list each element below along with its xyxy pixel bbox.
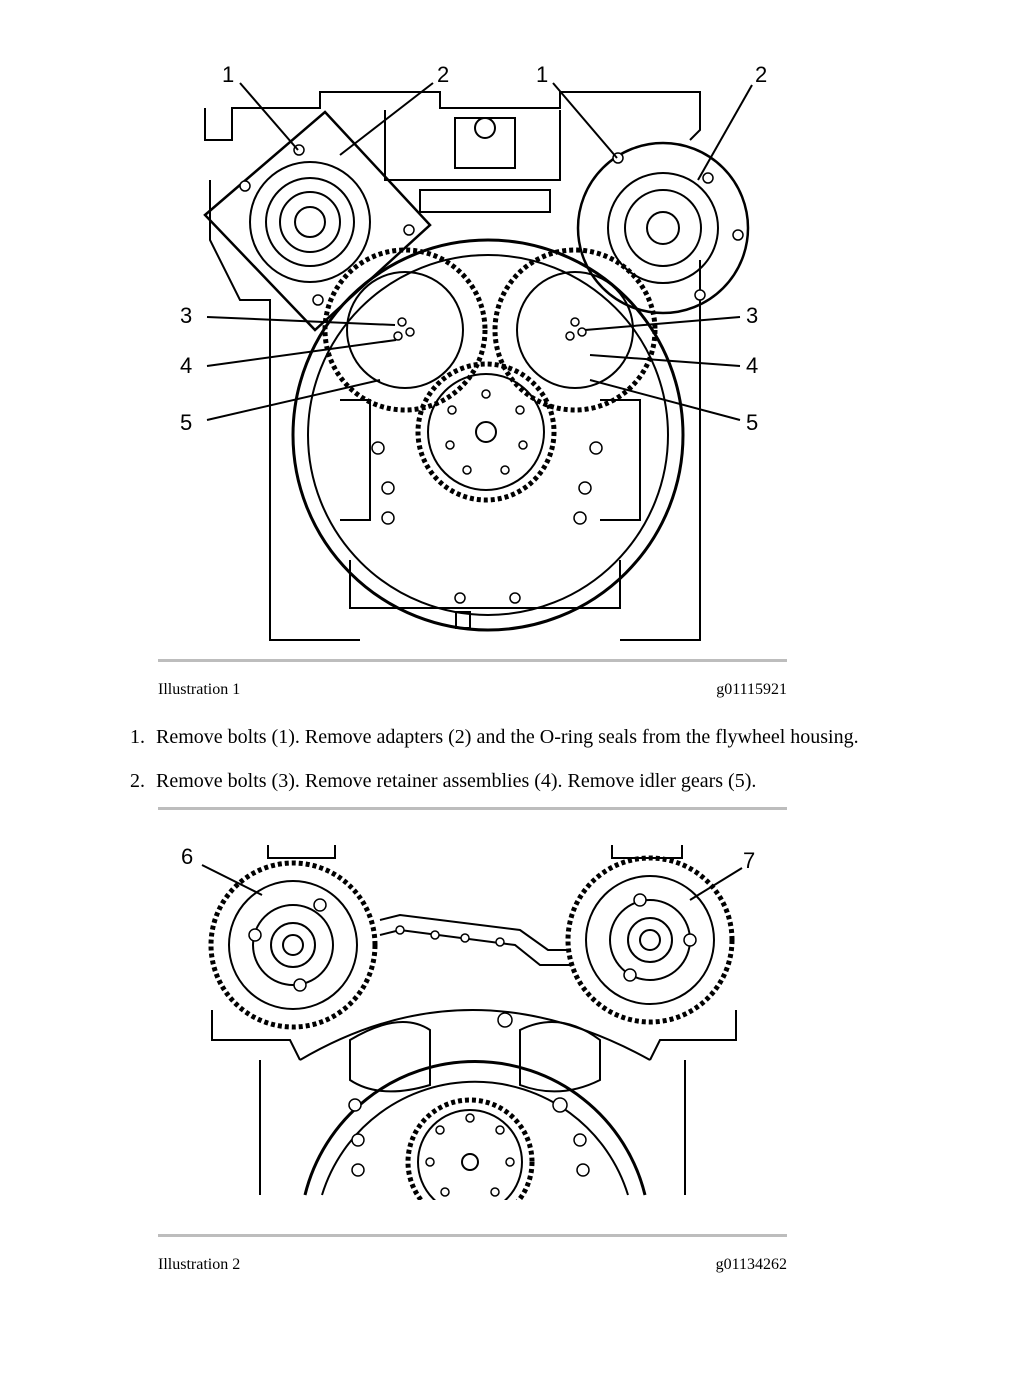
illustration-1-label: Illustration 1 — [158, 681, 241, 698]
step-1: 1. Remove bolts (1). Remove adapters (2) … — [130, 726, 859, 749]
step-1-text: Remove bolts (1). Remove adapters (2) an… — [156, 726, 859, 748]
callout-3-left: 3 — [180, 303, 192, 328]
illustration-2-label: Illustration 2 — [158, 1256, 241, 1273]
callout-4-right: 4 — [746, 353, 758, 378]
illustration-1-rule — [158, 659, 787, 662]
step-2: 2. Remove bolts (3). Remove retainer asse… — [130, 770, 756, 793]
illustration-2-top-rule — [158, 807, 787, 810]
illustration-1-caption: Illustration 1 g01115921 — [158, 681, 787, 699]
illustration-1-drawing: 1 2 1 2 3 4 5 3 4 5 — [180, 62, 767, 641]
callout-5-right: 5 — [746, 410, 758, 435]
illustration-1-code: g01115921 — [716, 681, 787, 698]
callout-4-left: 4 — [180, 353, 192, 378]
step-1-number: 1. — [130, 726, 145, 748]
illustration-2-caption: Illustration 2 g01134262 — [158, 1256, 787, 1274]
callout-7: 7 — [743, 848, 755, 873]
callout-6: 6 — [181, 844, 193, 869]
step-2-text: Remove bolts (3). Remove retainer assemb… — [156, 770, 757, 792]
illustration-2-rule — [158, 1234, 787, 1237]
callout-1-left: 1 — [222, 62, 234, 87]
callout-1-right: 1 — [536, 62, 548, 87]
callout-2-left: 2 — [437, 62, 449, 87]
callout-3-right: 3 — [746, 303, 758, 328]
step-2-number: 2. — [130, 770, 145, 792]
illustration-2-drawing: 6 7 — [181, 844, 755, 1200]
illustration-2-code: g01134262 — [715, 1256, 787, 1273]
callout-5-left: 5 — [180, 410, 192, 435]
callout-2-right: 2 — [755, 62, 767, 87]
